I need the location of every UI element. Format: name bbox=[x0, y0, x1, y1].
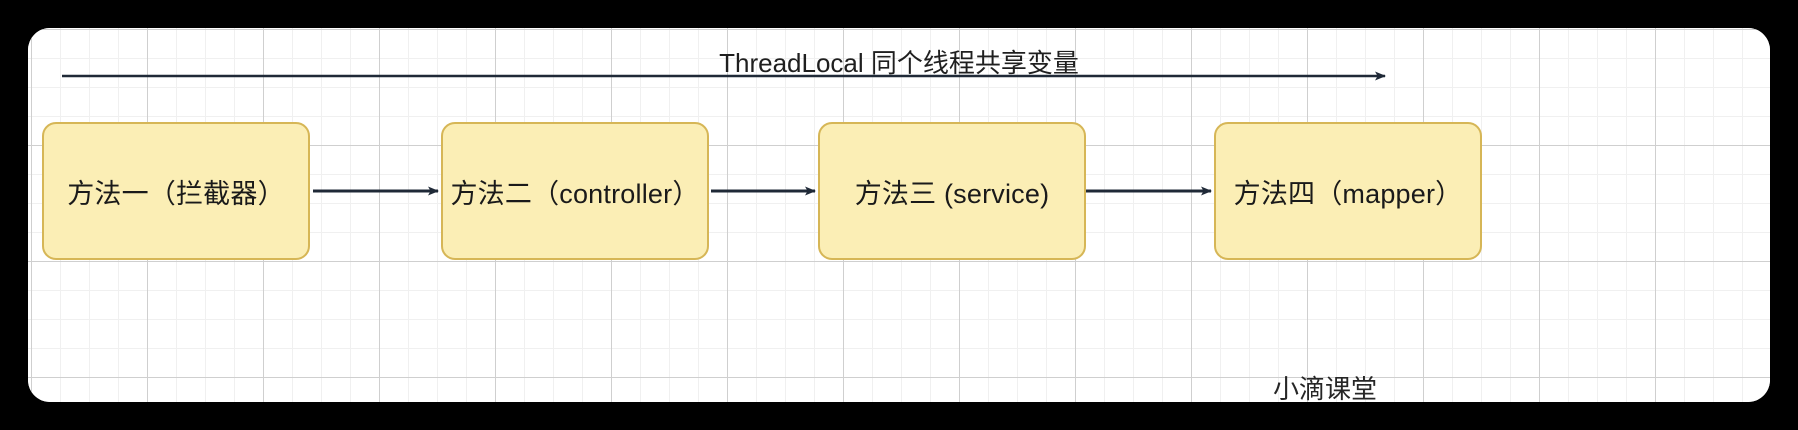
flow-node-1[interactable]: 方法一（拦截器） bbox=[42, 122, 310, 260]
flow-node-1-label: 方法一（拦截器） bbox=[67, 178, 285, 209]
watermark-label: 小滴课堂 bbox=[1273, 374, 1378, 402]
flow-node-3-label: 方法三 (service) bbox=[854, 178, 1050, 209]
connectors-layer bbox=[62, 71, 1386, 196]
diagram-canvas: ThreadLocal 同个线程共享变量 方法一（拦截器） 方法二（contro… bbox=[28, 28, 1770, 402]
flow-node-2[interactable]: 方法二（controller） bbox=[441, 122, 709, 260]
flow-node-4[interactable]: 方法四（mapper） bbox=[1214, 122, 1482, 260]
flow-node-3[interactable]: 方法三 (service) bbox=[818, 122, 1086, 260]
diagram-title: ThreadLocal 同个线程共享变量 bbox=[719, 48, 1079, 78]
flow-node-4-label: 方法四（mapper） bbox=[1233, 178, 1463, 209]
flow-node-2-label: 方法二（controller） bbox=[450, 178, 700, 209]
